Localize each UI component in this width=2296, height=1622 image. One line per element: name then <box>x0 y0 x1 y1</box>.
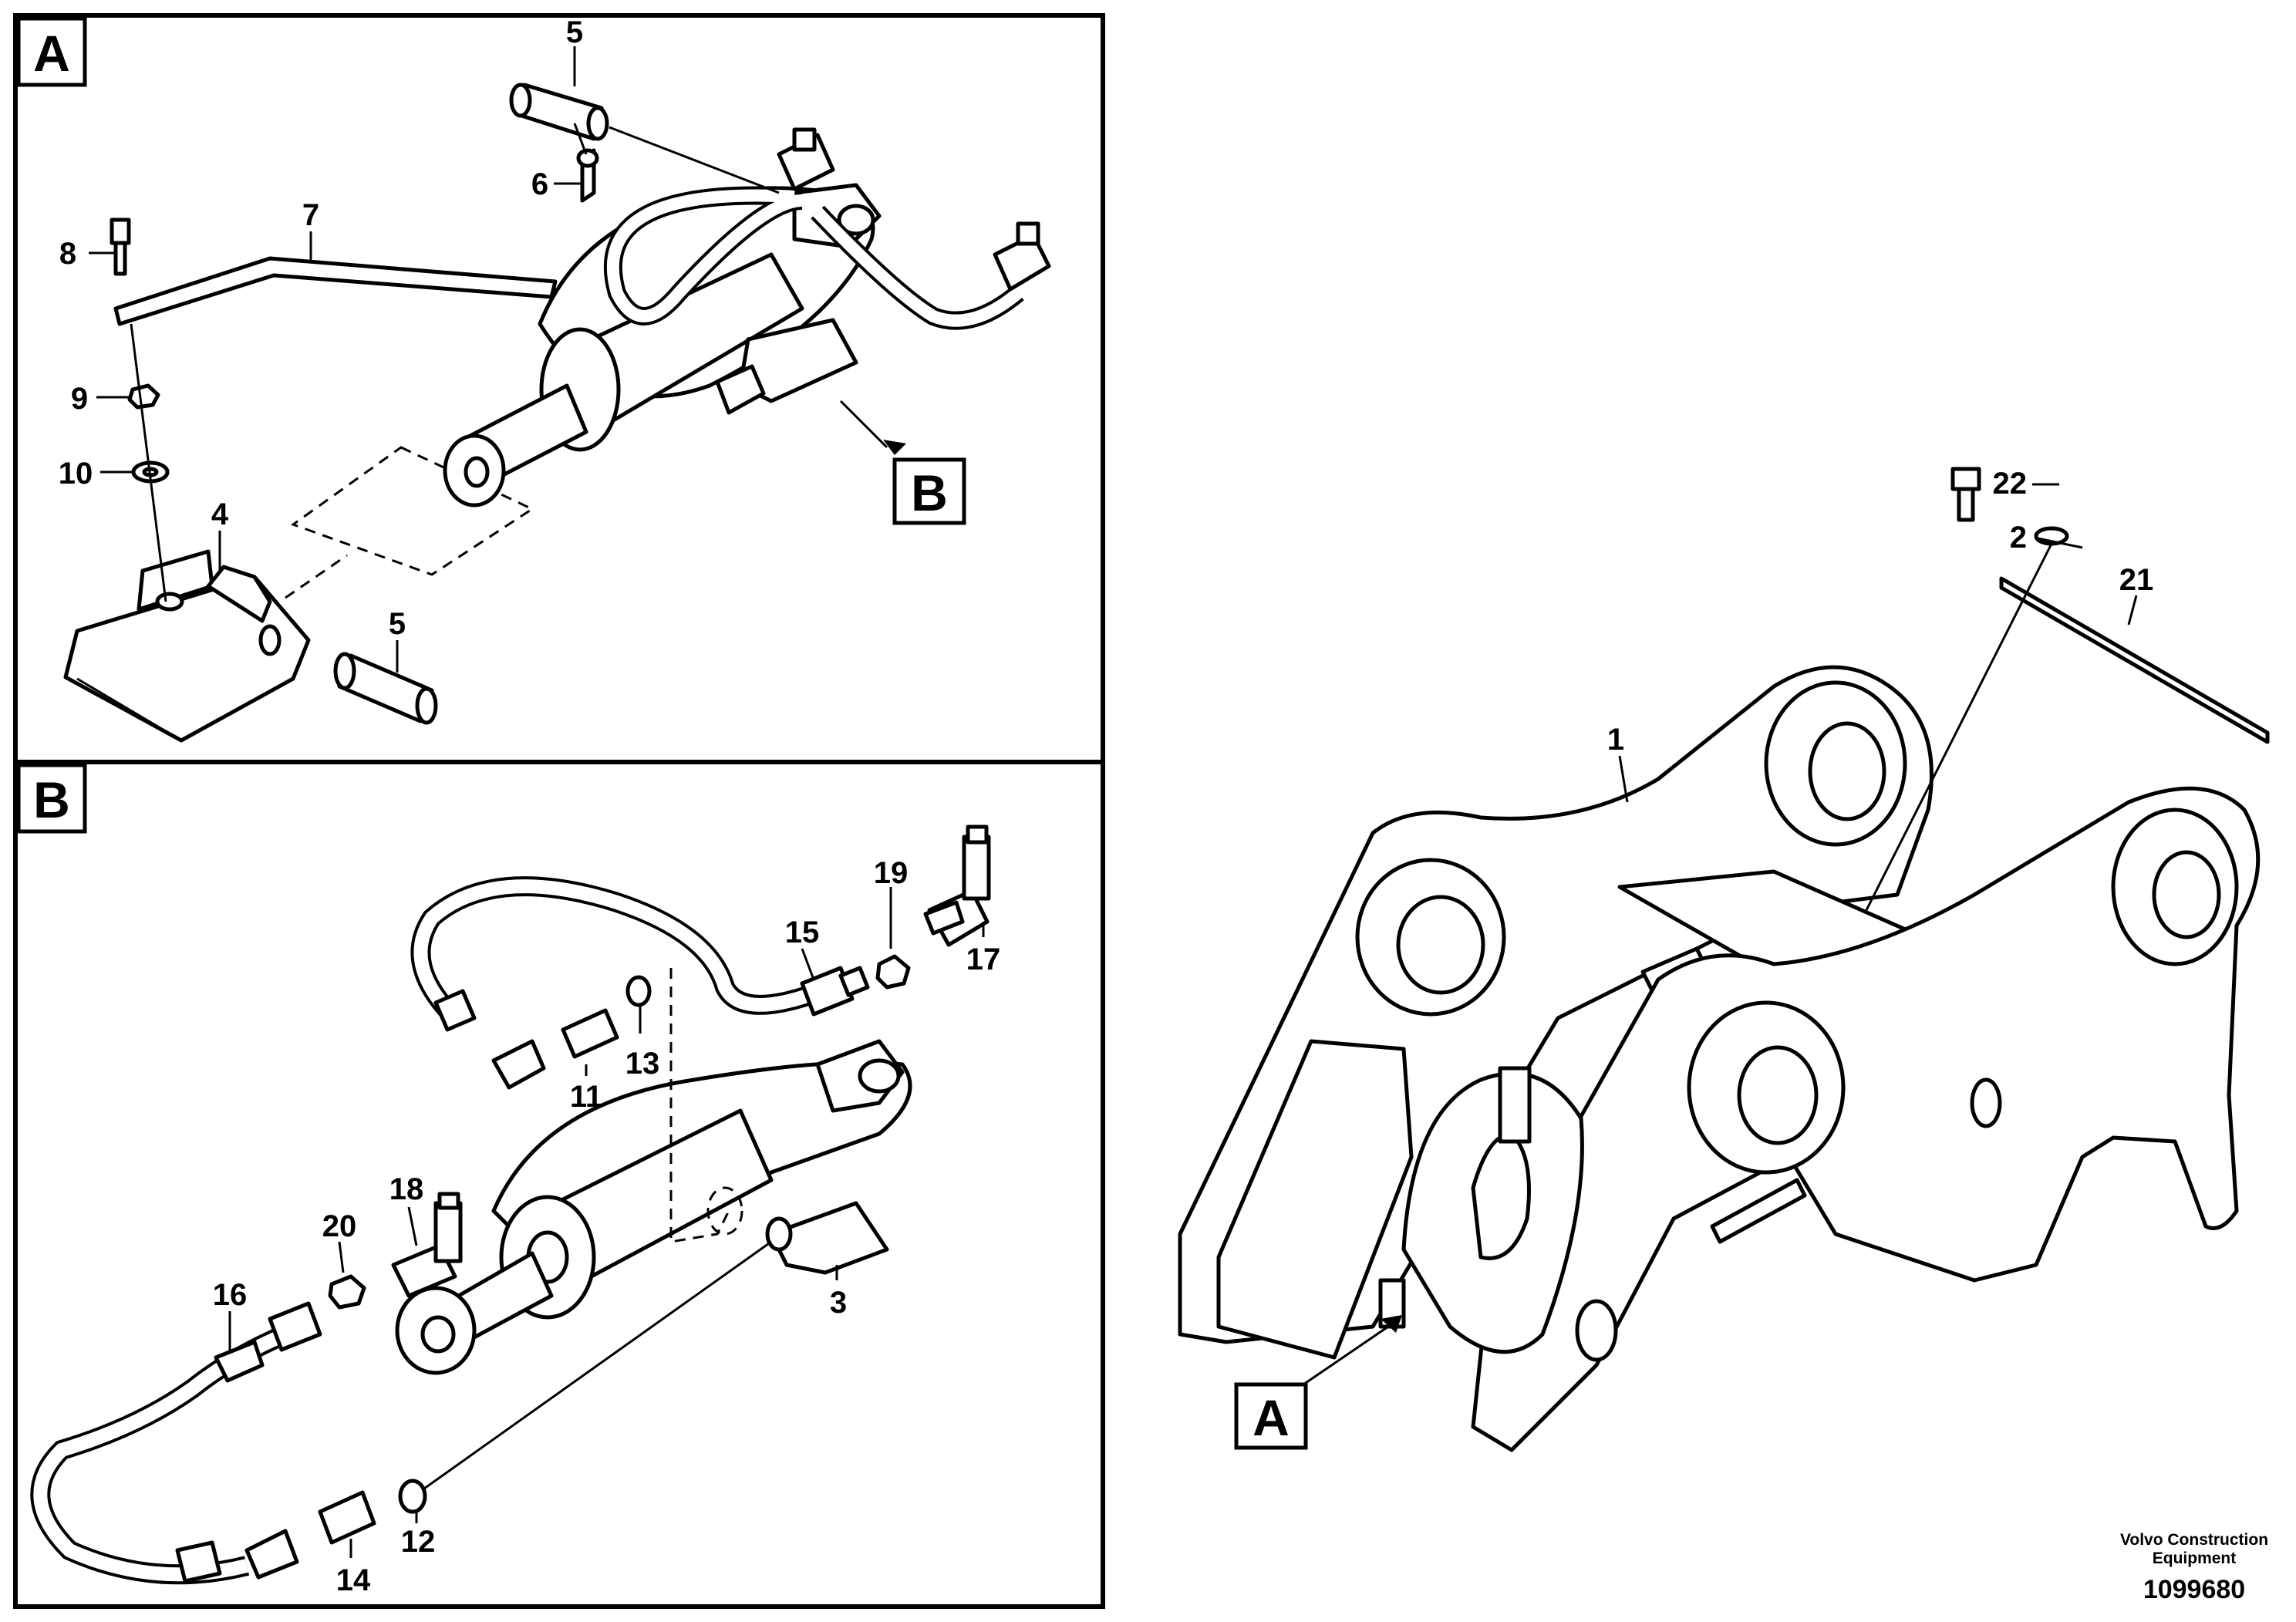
callout-b-13: 13 <box>625 1047 660 1081</box>
pin-part-5-bottom <box>333 652 438 725</box>
lock-base-part-4 <box>63 549 311 743</box>
callout-b-17: 17 <box>966 943 1001 976</box>
rod-part-7 <box>113 256 558 326</box>
callout-a-9: 9 <box>71 382 88 416</box>
callout-a-4: 4 <box>211 497 229 531</box>
oring-part-13 <box>625 975 652 1007</box>
lock-cylinder <box>443 183 882 508</box>
callout-a-8: 8 <box>59 237 76 271</box>
panel-b-frame <box>13 760 1105 1609</box>
callout-b-20: 20 <box>322 1209 357 1243</box>
footer-company-line1: Volvo Construction <box>2120 1531 2268 1549</box>
callout-b-15: 15 <box>785 916 820 949</box>
bolt-part-22 <box>1950 467 1981 522</box>
panel-b-tag: B <box>33 771 70 828</box>
callout-b-16: 16 <box>213 1278 248 1312</box>
callout-main-1: 1 <box>1607 723 1624 757</box>
callout-b-11: 11 <box>570 1080 602 1114</box>
callout-main-22: 22 <box>1993 467 2028 501</box>
quick-coupler-assembly: 22 2 21 1 A <box>1178 467 2270 1452</box>
panel-b-tag-box <box>16 763 87 834</box>
cylinder-part-3 <box>395 1039 912 1375</box>
pin-part-5-top <box>509 83 609 141</box>
callout-b-3: 3 <box>830 1286 847 1320</box>
callout-b-19: 19 <box>874 856 909 890</box>
callout-b-12: 12 <box>401 1525 436 1559</box>
footer-company-line2: Equipment <box>2153 1549 2237 1567</box>
callout-a-5-top: 5 <box>566 15 583 49</box>
panel-b: B <box>13 760 1105 1609</box>
footer-drawing-number: 1099680 <box>2143 1575 2245 1604</box>
bolt-part-8 <box>110 218 131 245</box>
oring-part-12 <box>398 1479 427 1514</box>
nut-part-9 <box>127 383 160 410</box>
callout-b-18: 18 <box>389 1172 424 1206</box>
panel-a: A <box>13 13 1105 764</box>
callout-a-10: 10 <box>59 457 93 491</box>
callout-b-14: 14 <box>336 1563 371 1597</box>
callout-main-21: 21 <box>2119 563 2154 597</box>
nut-part-19 <box>875 954 911 990</box>
callout-a-7: 7 <box>302 198 319 232</box>
plate-part-21 <box>1999 576 2270 744</box>
callout-a-6: 6 <box>531 167 548 201</box>
ref-box-b <box>892 457 966 525</box>
adapter-part-14 <box>318 1490 376 1545</box>
adapter-part-11 <box>561 1008 619 1059</box>
panel-a-tag-box <box>16 16 87 87</box>
callout-a-5-bottom: 5 <box>389 607 406 641</box>
callout-main-2: 2 <box>2010 521 2027 555</box>
ref-box-a-label: A <box>1253 1389 1290 1446</box>
drawing-footer: Volvo Construction Equipment 1099680 <box>2120 1531 2268 1604</box>
ref-box-a <box>1234 1382 1308 1450</box>
nut-part-20 <box>328 1274 366 1310</box>
panel-a-tag: A <box>33 25 70 82</box>
ref-box-b-label: B <box>911 464 948 521</box>
